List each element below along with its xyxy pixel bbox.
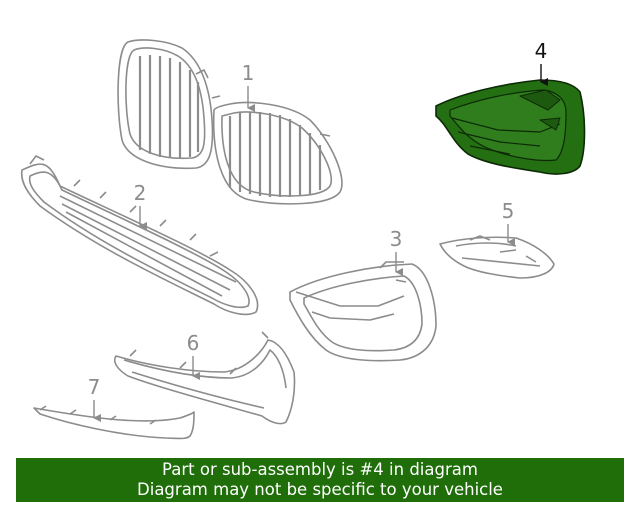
part-7-lower-trim[interactable] (33, 405, 195, 440)
disclaimer-banner: Part or sub-assembly is #4 in diagram Di… (16, 458, 624, 502)
callout-label: 6 (187, 331, 200, 355)
callout-label: 1 (242, 61, 255, 85)
banner-line-disclaimer: Diagram may not be specific to your vehi… (137, 480, 503, 499)
callout-label: 4 (535, 39, 548, 63)
callout-3[interactable]: 3 (390, 227, 403, 276)
part-4-air-duct-assembly[interactable] (435, 79, 586, 175)
callout-7[interactable]: 7 (88, 375, 101, 422)
parts-diagram: 1 2 3 4 5 6 7 (20, 39, 586, 440)
callout-1[interactable]: 1 (242, 61, 255, 112)
part-2-lower-bumper-grille[interactable] (20, 155, 259, 316)
banner-line-part-number: Part or sub-assembly is #4 in diagram (162, 460, 478, 479)
part-3-air-duct[interactable] (289, 261, 437, 362)
callout-label: 3 (390, 227, 403, 251)
callout-4[interactable]: 4 (535, 39, 548, 86)
callout-label: 7 (88, 375, 101, 399)
part-6-trim-strip[interactable] (113, 331, 296, 425)
callout-6[interactable]: 6 (187, 331, 200, 380)
callout-label: 2 (134, 181, 147, 205)
part-5-bracket[interactable] (439, 235, 555, 279)
callout-5[interactable]: 5 (502, 199, 515, 246)
part-1-kidney-grille[interactable] (117, 39, 343, 205)
callout-label: 5 (502, 199, 515, 223)
callout-2[interactable]: 2 (134, 181, 147, 230)
